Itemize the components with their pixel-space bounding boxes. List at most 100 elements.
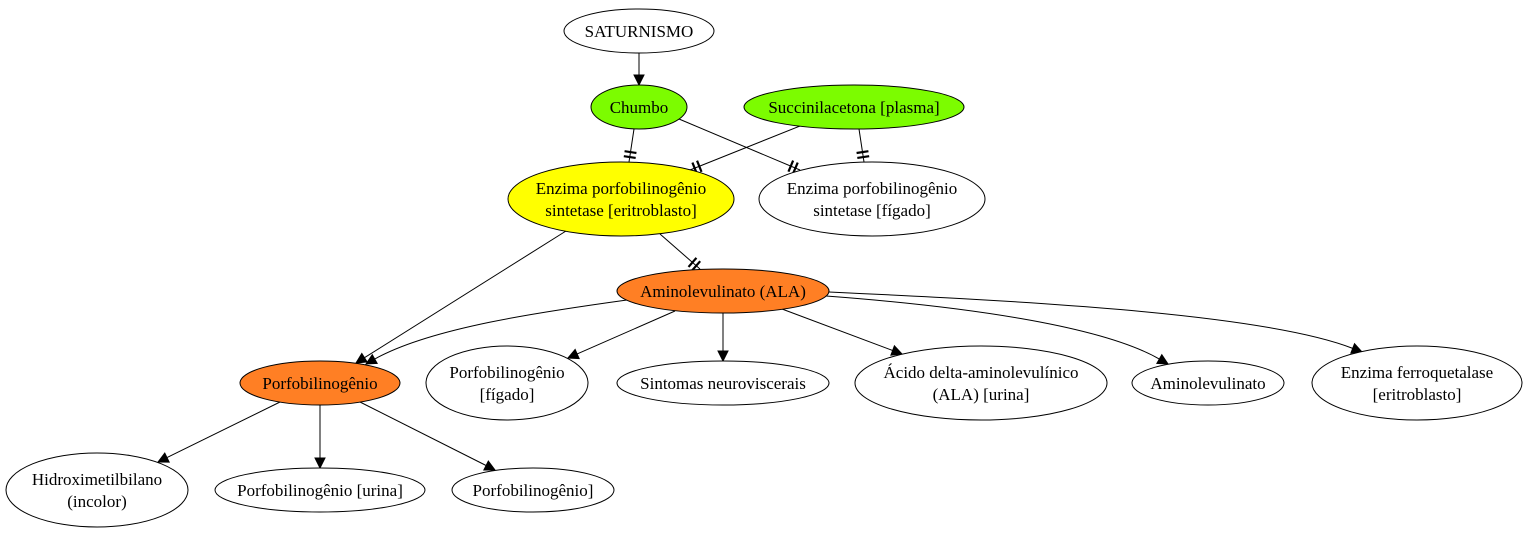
- edge-line: [359, 401, 487, 466]
- arrowhead: [483, 460, 496, 471]
- sintomas-node: Sintomas neuroviscerais: [616, 360, 830, 406]
- hidroximetilbilano-label-line-1: Hidroximetilbilano: [32, 470, 162, 489]
- pbg-colchete-node: Porfobilinogênio]: [451, 467, 615, 513]
- edge-ala-to-pbg-figado: [566, 310, 676, 360]
- aminolevulinato-label: Aminolevulinato: [1150, 374, 1265, 393]
- pbg-sintetase-eritroblasto-ellipse: [507, 161, 735, 237]
- edge-ala-to-acido-ala-urina: [781, 308, 904, 356]
- aminolevulinato-node: Aminolevulinato: [1131, 360, 1285, 406]
- edge-ala-to-porfobilinogenio: [365, 299, 628, 365]
- acido-ala-urina-label-line-2: (ALA) [urina]: [933, 385, 1030, 404]
- saturnismo-ellipse: [563, 8, 715, 54]
- inhibition-bar: [857, 155, 870, 160]
- arrowhead: [890, 344, 904, 356]
- arrowhead: [314, 457, 326, 470]
- arrowhead: [1156, 353, 1169, 365]
- pbg-figado-node: Porfobilinogênio [fígado]: [425, 345, 589, 421]
- edge-line: [659, 233, 701, 270]
- inhibition-bar: [691, 260, 702, 271]
- edge-chumbo-to-pbg-sintetase-eritroblasto: [623, 128, 637, 163]
- arrowhead: [566, 348, 580, 360]
- edge-line: [364, 230, 567, 359]
- edge-line: [689, 125, 801, 171]
- edge-line: [781, 308, 893, 351]
- hidroximetilbilano-node: Hidroximetilbilano (incolor): [5, 452, 189, 528]
- nodes-layer: SATURNISMO Chumbo Succinilacetona [plasm…: [5, 8, 1523, 528]
- pbg-urina-ellipse: [214, 467, 426, 513]
- edge-pbg-sintetase-eritroblasto-to-porfobilinogenio: [355, 230, 567, 364]
- acido-ala-urina-node: Ácido delta-aminolevulínico (ALA) [urina…: [854, 345, 1108, 421]
- ferroquetalase-label-line-2: [eritroblasto]: [1373, 385, 1462, 404]
- edge-succinilacetona-to-pbg-sintetase-eritroblasto: [689, 125, 801, 175]
- pbg-sintetase-eritroblasto-node: Enzima porfobilinogênio sintetase [eritr…: [507, 161, 735, 237]
- ferroquetalase-node: Enzima ferroquetalase [eritroblasto]: [1311, 345, 1523, 421]
- pbg-figado-ellipse: [425, 345, 589, 421]
- pbg-sintetase-figado-label-line-2: sintetase [fígado]: [813, 201, 931, 220]
- sintomas-ellipse: [616, 360, 830, 406]
- edge-porfobilinogenio-to-pbg-urina: [314, 405, 326, 470]
- pbg-urina-label: Porfobilinogênio [urina]: [237, 481, 403, 500]
- inhibition-bar: [787, 160, 795, 173]
- inhibition-bar: [696, 160, 703, 173]
- porfobilinogenio-ellipse: [239, 360, 401, 406]
- succinilacetona-node: Succinilacetona [plasma]: [743, 84, 965, 130]
- edge-pbg-sintetase-eritroblasto-to-ala: [659, 233, 702, 271]
- arrowhead: [355, 352, 368, 364]
- inhibition-bar: [623, 155, 636, 160]
- inhibition-bar: [624, 150, 637, 155]
- pbg-sintetase-eritroblasto-label-line-2: sintetase [eritroblasto]: [545, 201, 697, 220]
- chumbo-label: Chumbo: [610, 98, 669, 117]
- pbg-figado-label-line-2: [fígado]: [480, 385, 535, 404]
- edge-line: [678, 118, 801, 171]
- pbg-sintetase-figado-node: Enzima porfobilinogênio sintetase [fígad…: [758, 161, 986, 237]
- edge-line: [828, 291, 1353, 349]
- edge-line: [166, 401, 281, 459]
- edge-line: [576, 310, 676, 355]
- sintomas-label: Sintomas neuroviscerais: [640, 374, 806, 393]
- ala-ellipse: [616, 268, 830, 314]
- acido-ala-urina-ellipse: [854, 345, 1108, 421]
- edge-chumbo-to-pbg-sintetase-figado: [678, 118, 801, 175]
- edges-layer: [156, 53, 1364, 471]
- edge-ala-to-sintomas: [717, 313, 729, 363]
- saturnismo-node: SATURNISMO: [563, 8, 715, 54]
- porfobilinogenio-label: Porfobilinogênio: [262, 374, 377, 393]
- edge-ala-to-aminolevulinato: [825, 295, 1169, 365]
- ferroquetalase-label-line-1: Enzima ferroquetalase: [1341, 363, 1493, 382]
- pbg-sintetase-figado-ellipse: [758, 161, 986, 237]
- arrowhead: [156, 452, 170, 463]
- inhibition-bar: [792, 162, 799, 175]
- edge-saturnismo-to-chumbo: [633, 53, 645, 87]
- pbg-figado-label-line-1: Porfobilinogênio: [449, 363, 564, 382]
- chumbo-ellipse: [590, 84, 688, 130]
- ala-node: Aminolevulinato (ALA): [616, 268, 830, 314]
- hidroximetilbilano-ellipse: [5, 452, 189, 528]
- edge-porfobilinogenio-to-hidroximetilbilano: [156, 401, 281, 463]
- pbg-urina-node: Porfobilinogênio [urina]: [214, 467, 426, 513]
- pbg-sintetase-eritroblasto-label-line-1: Enzima porfobilinogênio: [536, 179, 706, 198]
- porfobilinogenio-node: Porfobilinogênio: [239, 360, 401, 406]
- arrowhead: [633, 74, 645, 87]
- pbg-colchete-ellipse: [451, 467, 615, 513]
- ala-label: Aminolevulinato (ALA): [640, 282, 806, 301]
- edge-succinilacetona-to-pbg-sintetase-figado: [856, 128, 870, 163]
- saturnismo-label: SATURNISMO: [585, 22, 694, 41]
- acido-ala-urina-label-line-1: Ácido delta-aminolevulínico: [884, 363, 1079, 382]
- succinilacetona-ellipse: [743, 84, 965, 130]
- succinilacetona-label: Succinilacetona [plasma]: [768, 98, 939, 117]
- aminolevulinato-ellipse: [1131, 360, 1285, 406]
- edge-porfobilinogenio-to-pbg-colchete: [359, 401, 496, 471]
- pbg-sintetase-figado-label-line-1: Enzima porfobilinogênio: [787, 179, 957, 198]
- edge-line: [825, 295, 1160, 360]
- edge-ala-to-ferroquetalase: [828, 291, 1364, 354]
- edge-line: [374, 299, 628, 360]
- ferroquetalase-ellipse: [1311, 345, 1523, 421]
- hidroximetilbilano-label-line-2: (incolor): [67, 492, 126, 511]
- inhibition-bar: [856, 150, 869, 155]
- arrowhead: [365, 353, 378, 365]
- chumbo-node: Chumbo: [590, 84, 688, 130]
- arrowhead: [717, 350, 729, 363]
- pbg-colchete-label: Porfobilinogênio]: [473, 481, 594, 500]
